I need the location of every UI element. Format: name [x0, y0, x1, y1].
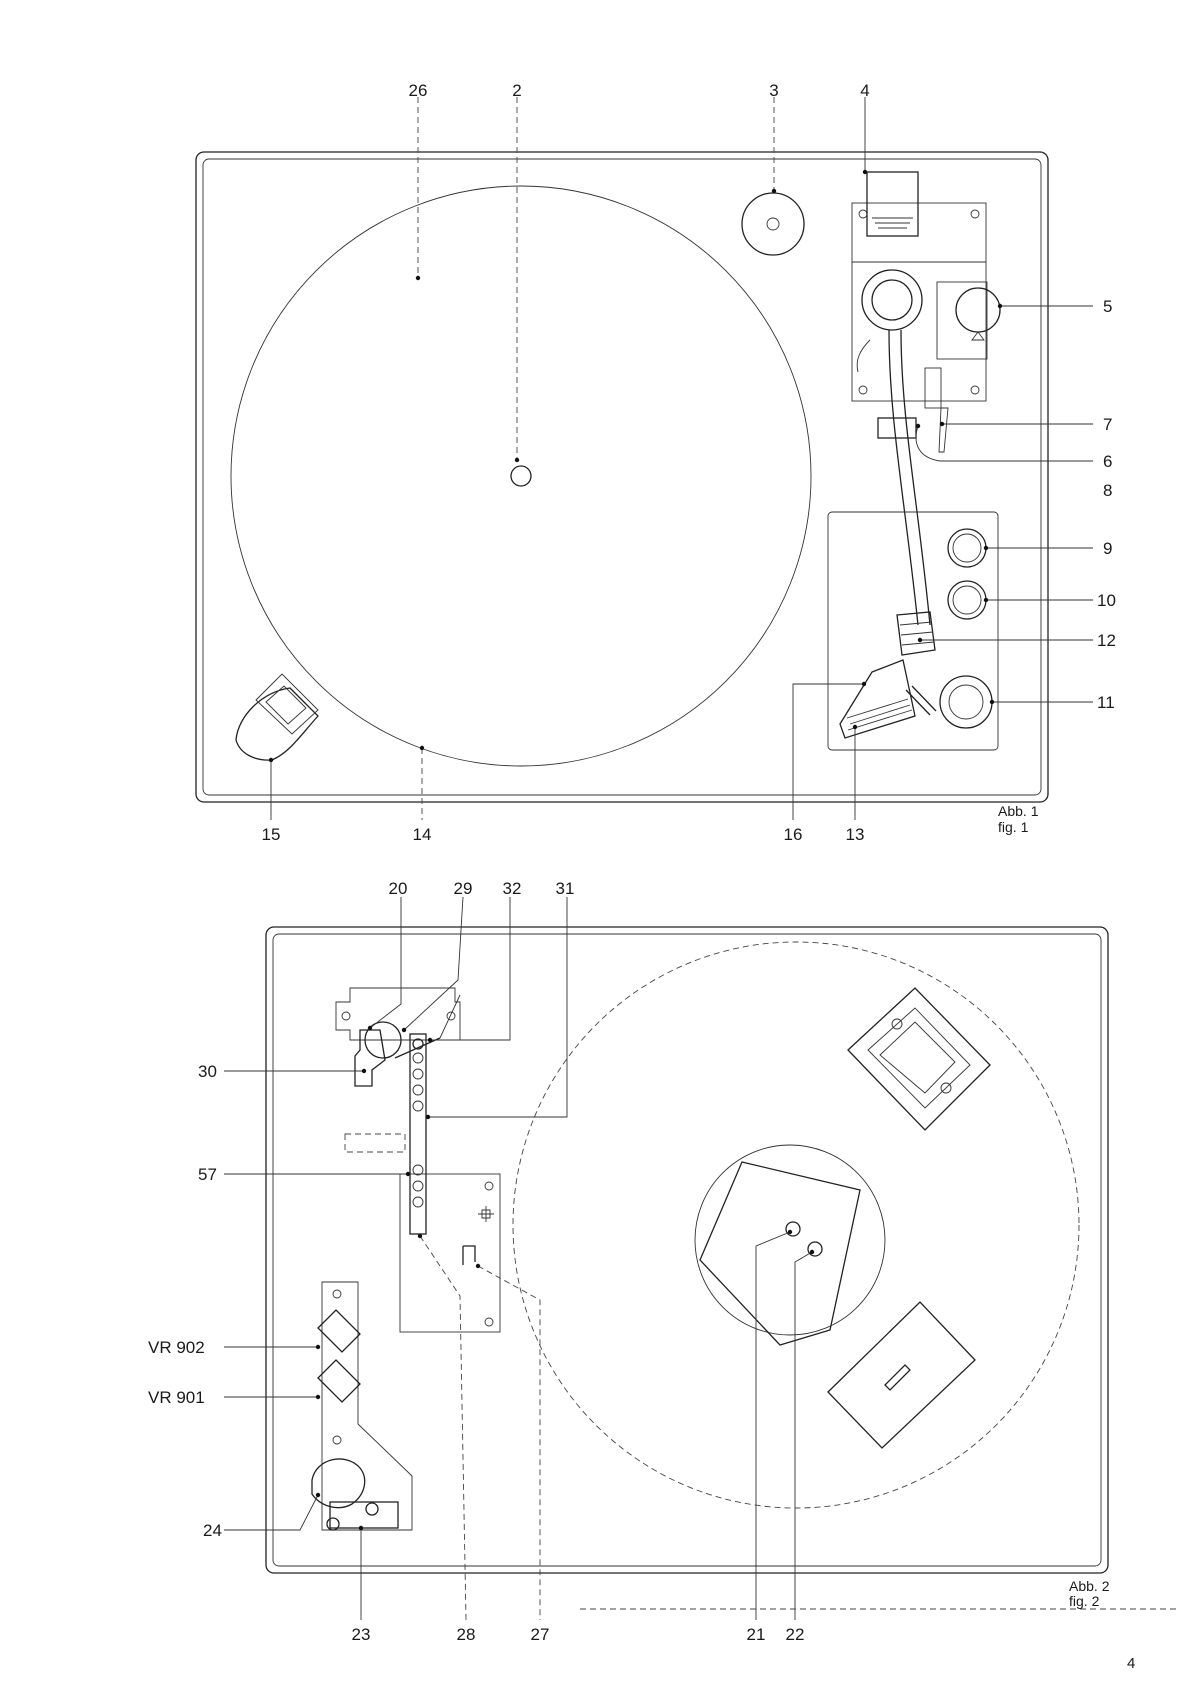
callout-9: 9	[1103, 539, 1112, 558]
switch-plate	[828, 1302, 975, 1448]
callout-29: 29	[454, 879, 473, 898]
fig2-leader-lines	[224, 897, 814, 1620]
fig2-callouts: 20 29 32 31 30 57 VR 902 VR 901 24 23 28…	[148, 879, 804, 1644]
callout-12: 12	[1097, 631, 1116, 650]
callout-10: 10	[1097, 591, 1116, 610]
callout-24: 24	[203, 1521, 222, 1540]
tonearm-mount-underside	[336, 988, 460, 1234]
callout-22: 22	[786, 1625, 805, 1644]
callout-16: 16	[784, 825, 803, 844]
callout-vr901: VR 901	[148, 1388, 205, 1407]
callout-7: 7	[1103, 415, 1112, 434]
callout-32: 32	[503, 879, 522, 898]
figure-2-turntable-underside-view: 20 29 32 31 30 57 VR 902 VR 901 24 23 28…	[148, 879, 1180, 1644]
callout-23: 23	[352, 1625, 371, 1644]
callout-2: 2	[512, 81, 521, 100]
counterweight	[867, 172, 918, 236]
callout-20: 20	[389, 879, 408, 898]
center-spindle	[511, 466, 531, 486]
callout-26: 26	[409, 81, 428, 100]
trimmer-vr901	[318, 1360, 360, 1402]
platter	[231, 186, 811, 766]
start-stop-button	[940, 676, 992, 728]
figure-1-caption-en: fig. 1	[998, 819, 1029, 835]
callout-14: 14	[413, 825, 432, 844]
callout-31: 31	[556, 879, 575, 898]
platter-underside	[513, 942, 1079, 1508]
callout-8: 8	[1103, 481, 1112, 500]
motor-bracket	[700, 1162, 860, 1345]
single-adaptor	[742, 193, 804, 255]
callout-6: 6	[1103, 452, 1112, 471]
motor-screw-22	[808, 1242, 822, 1256]
speed-button-33	[948, 529, 986, 567]
callout-57: 57	[198, 1165, 217, 1184]
fig1-callouts: 26 2 3 4 5 7 6 8 9 10 12 11 15 14 16 13	[262, 81, 1116, 844]
speed-sensor	[330, 1502, 398, 1528]
callout-5: 5	[1103, 297, 1112, 316]
tonearm-tube	[889, 330, 918, 625]
callout-21: 21	[747, 1625, 766, 1644]
switch-strip	[410, 1034, 426, 1234]
callout-30: 30	[198, 1062, 217, 1081]
tonearm-pivot	[862, 270, 922, 330]
callout-27: 27	[531, 1625, 550, 1644]
callout-15: 15	[262, 825, 281, 844]
fig1-leader-lines	[269, 97, 1093, 820]
tonearm-assembly	[840, 172, 1000, 738]
arm-rest	[878, 418, 916, 438]
figure-1-caption-de: Abb. 1	[998, 803, 1039, 819]
callout-vr902: VR 902	[148, 1338, 205, 1357]
headshell	[840, 660, 915, 738]
callout-3: 3	[769, 81, 778, 100]
trimmer-board	[312, 1282, 412, 1530]
callout-28: 28	[457, 1625, 476, 1644]
figure-2-caption-en: fig. 2	[1069, 1593, 1100, 1609]
trimmer-vr902	[318, 1310, 360, 1352]
callout-13: 13	[846, 825, 865, 844]
figure-2-caption-de: Abb. 2	[1069, 1578, 1110, 1594]
figure-1-turntable-top-view: 26 2 3 4 5 7 6 8 9 10 12 11 15 14 16 13 …	[196, 81, 1116, 844]
cue-lever	[925, 368, 941, 408]
callout-4: 4	[860, 81, 869, 100]
stylus-cleaner	[236, 674, 318, 760]
anti-skating-knob	[956, 288, 1000, 332]
page-number: 4	[1127, 1655, 1135, 1672]
control-panel	[828, 512, 998, 750]
single-adaptor-hole	[767, 218, 779, 230]
motor-screw-21	[786, 1222, 800, 1236]
callout-11: 11	[1097, 693, 1115, 712]
motor-pulley	[312, 1459, 365, 1508]
circuit-board-upper	[848, 988, 990, 1130]
speed-button-45	[948, 581, 986, 619]
